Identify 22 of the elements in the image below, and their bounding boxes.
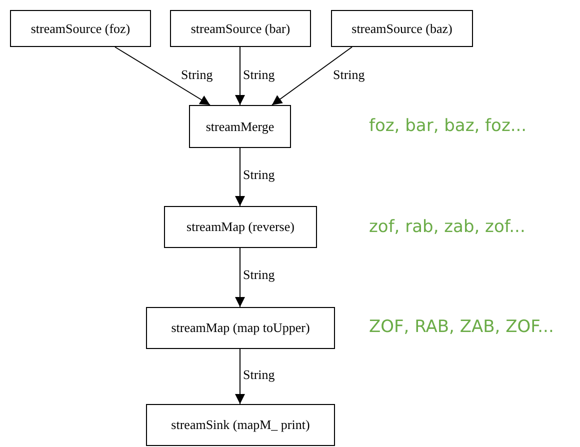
- process-box: streamMerge: [189, 105, 291, 148]
- stream-values-text: ZOF, RAB, ZAB, ZOF...: [369, 317, 554, 337]
- arrow: [235, 148, 245, 206]
- arrow: [235, 46, 245, 106]
- edge-label: String: [243, 367, 275, 383]
- process-box: streamSource (baz): [331, 10, 473, 47]
- edge-label: String: [243, 67, 275, 83]
- arrow: [235, 248, 245, 308]
- process-box: streamSource (bar): [170, 10, 311, 47]
- arrow: [235, 348, 245, 404]
- process-box: streamSink (mapM_ print): [146, 404, 335, 446]
- process-box: streamMap (reverse): [164, 206, 317, 248]
- edge-label: String: [243, 267, 275, 283]
- edge-label: String: [243, 167, 275, 183]
- process-box: streamMap (map toUpper): [146, 307, 335, 349]
- arrow: [114, 46, 210, 106]
- arrow: [272, 46, 352, 106]
- process-box: streamSource (foz): [10, 10, 151, 47]
- edge-label: String: [181, 67, 213, 83]
- edge-label: String: [333, 67, 365, 83]
- stream-values-text: foz, bar, baz, foz...: [369, 116, 527, 136]
- stream-values-text: zof, rab, zab, zof...: [369, 217, 526, 237]
